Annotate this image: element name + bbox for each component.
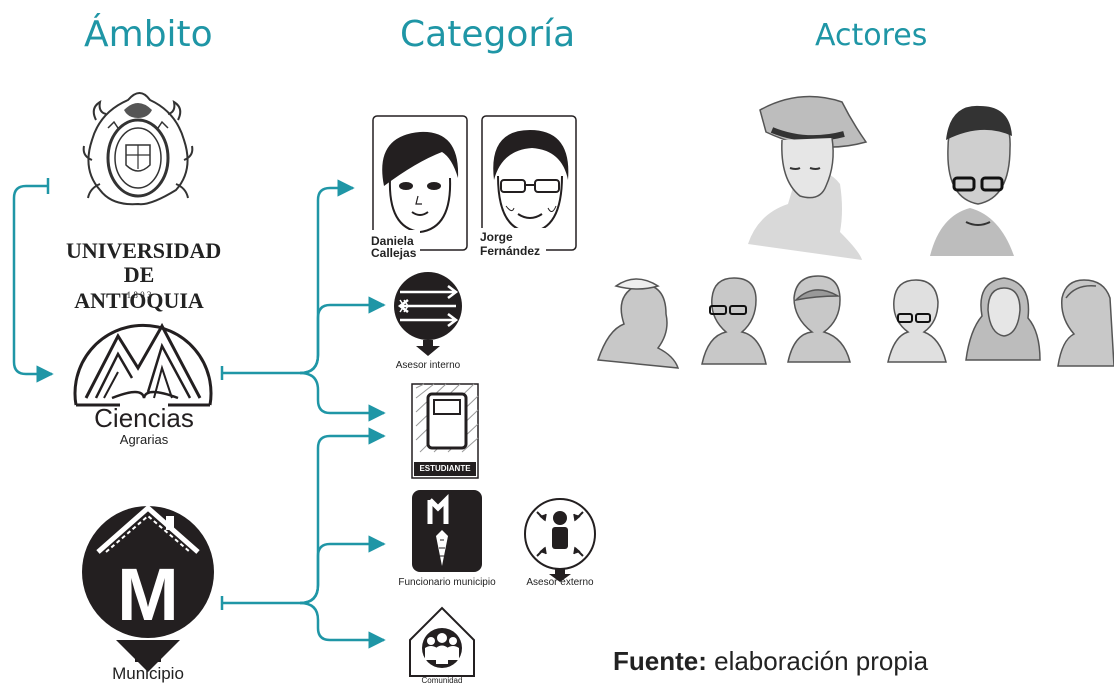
asesor-interno-label: Asesor interno — [395, 360, 461, 371]
funcionario-icon — [412, 490, 482, 572]
ciencias-label-line2: Agrarias — [119, 432, 169, 447]
card1-name-line2: Callejas — [371, 246, 417, 260]
source-bold: Fuente: — [613, 646, 707, 676]
municipio-label: Municipio — [112, 664, 184, 683]
actor-portrait-6 — [1057, 279, 1114, 367]
funcionario-label: Funcionario municipio — [398, 577, 496, 588]
asesor-interno-icon — [394, 272, 462, 356]
connector-to-funcionario — [299, 535, 386, 605]
card-daniela — [372, 115, 468, 251]
connector-to-estudiante-2 — [299, 427, 386, 605]
connector-to-cards — [299, 179, 355, 375]
actor-portrait-4 — [887, 279, 947, 363]
header-actores: Actores — [815, 18, 928, 53]
university-name-line2: DE ANTIOQUIA — [74, 262, 204, 313]
actor-portrait-3 — [787, 275, 851, 363]
ciencias-label-line1: Ciencias — [94, 403, 194, 433]
comunidad-icon — [409, 606, 475, 677]
connector-to-comunidad — [299, 601, 386, 649]
connector-to-estudiante — [299, 371, 386, 422]
card2-name-line2: Fernández — [480, 244, 541, 258]
actor-portrait-1 — [596, 278, 680, 369]
header-categoria: Categoría — [400, 14, 576, 55]
municipio-icon — [82, 504, 214, 672]
actor-portrait-man-glasses — [930, 105, 1014, 256]
university-crest-icon — [82, 92, 194, 206]
municipio-letter: M — [117, 553, 179, 636]
actor-portrait-2 — [701, 277, 767, 365]
university-year: 1 8 0 3 — [126, 290, 152, 300]
estudiante-label: ESTUDIANTE — [419, 464, 471, 473]
asesor-externo-label: Asesor externo — [526, 577, 594, 588]
connector-university-ciencias — [12, 184, 54, 383]
card1-name-line1: Daniela — [371, 234, 414, 248]
ciencias-agrarias-icon — [73, 322, 213, 407]
card2-name-line1: Jorge — [480, 230, 513, 244]
source-note: Fuente: elaboración propia — [613, 646, 928, 677]
asesor-externo-icon — [524, 498, 596, 582]
estudiante-icon — [411, 383, 479, 479]
actor-portrait-woman-hat — [748, 95, 868, 260]
connector-to-asesor-interno — [299, 296, 386, 375]
connector-lines — [12, 178, 386, 649]
source-text: elaboración propia — [706, 646, 929, 676]
actor-portrait-5 — [965, 277, 1041, 361]
comunidad-label: Comunidad — [421, 676, 463, 685]
university-name-line1: UNIVERSIDAD — [66, 238, 222, 263]
actor-portrait-row — [596, 275, 1114, 369]
header-ambito: Ámbito — [84, 14, 213, 55]
